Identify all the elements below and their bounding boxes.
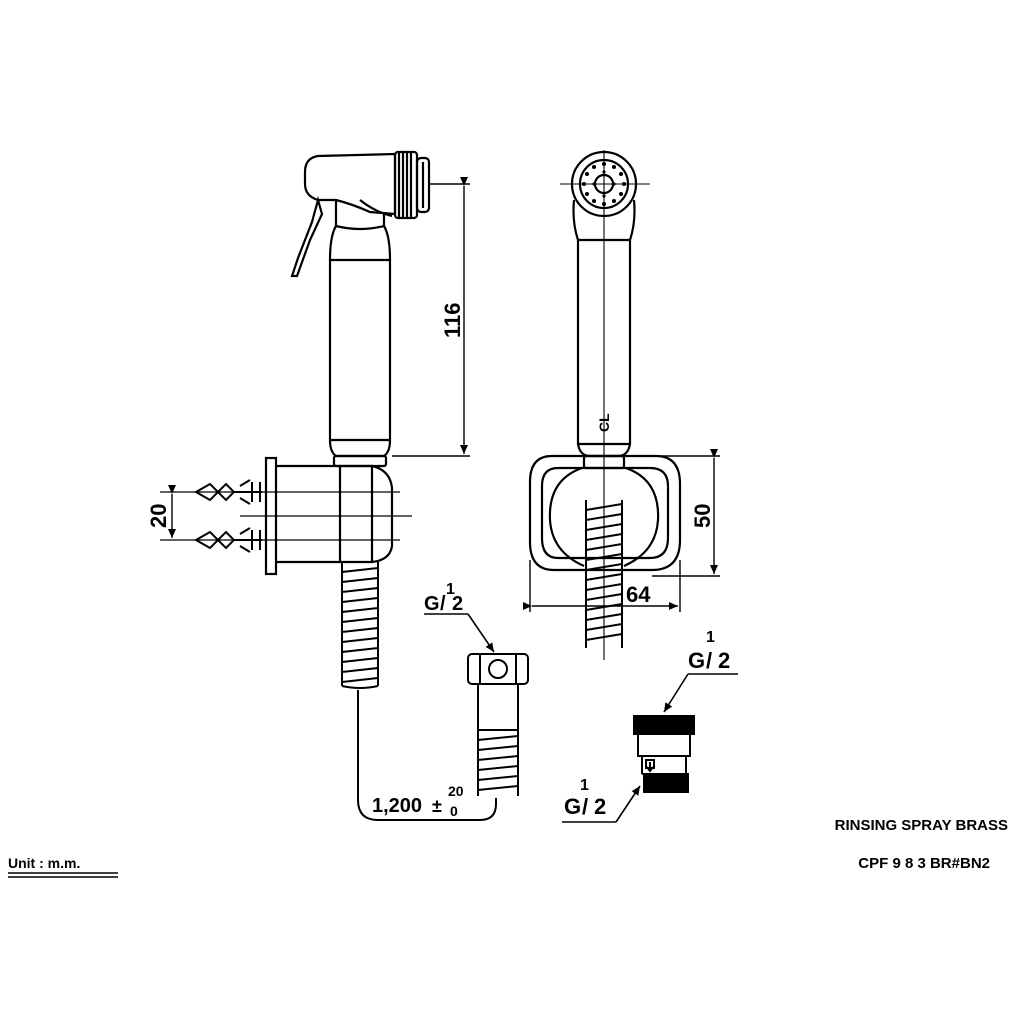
product-name: RINSING SPRAY BRASS: [835, 817, 1008, 834]
dim-64: [523, 560, 681, 612]
dim-116-text: 116: [440, 303, 465, 339]
thread-callout-adapter-top: 1 G / 2: [663, 629, 738, 713]
thread-hose-num: 1: [446, 581, 455, 598]
dim-tolerance-sign: ±: [432, 796, 442, 816]
dim-50-text: 50: [690, 504, 715, 528]
thread-callout-hose: 1 G / 2: [424, 581, 495, 653]
centerline-mark: CL: [596, 413, 612, 432]
side-view-handset: [290, 150, 431, 468]
front-view-holder: [528, 454, 682, 572]
front-view-handset: [560, 150, 650, 660]
thread-callout-adapter-bottom: 1 G / 2: [562, 777, 641, 823]
dim-20-text: 20: [146, 504, 171, 528]
dim-116: [392, 177, 470, 457]
dim-hose-tol-plus: 20: [448, 783, 464, 799]
wall-anchor-screws: [193, 479, 262, 553]
dim-hose-length: 1,200: [372, 795, 422, 817]
thread-bottom-prefix: G: [564, 794, 581, 819]
thread-bottom-den: 2: [594, 794, 606, 819]
thread-top-den: 2: [718, 648, 730, 673]
side-view-hose: [341, 562, 497, 821]
unit-label: Unit : m.m.: [8, 855, 80, 871]
thread-bottom-slash: /: [582, 794, 588, 819]
thread-top-prefix: G: [688, 648, 705, 673]
thread-bottom-num: 1: [580, 777, 589, 794]
dim-64-text: 64: [626, 582, 651, 607]
dim-50: [652, 449, 720, 577]
thread-hose-slash: /: [440, 593, 446, 615]
model-code: CPF 9 8 3 BR#BN2: [858, 855, 990, 872]
thread-top-slash: /: [706, 648, 712, 673]
hose-end-fitting: [467, 653, 529, 796]
adapter-fitting: [633, 715, 695, 793]
thread-hose-den: 2: [452, 593, 463, 615]
thread-top-num: 1: [706, 629, 715, 646]
side-view-wall-bracket: [160, 456, 412, 576]
thread-hose-prefix: G: [424, 593, 440, 615]
dim-hose-tol-minus: 0: [450, 803, 458, 819]
